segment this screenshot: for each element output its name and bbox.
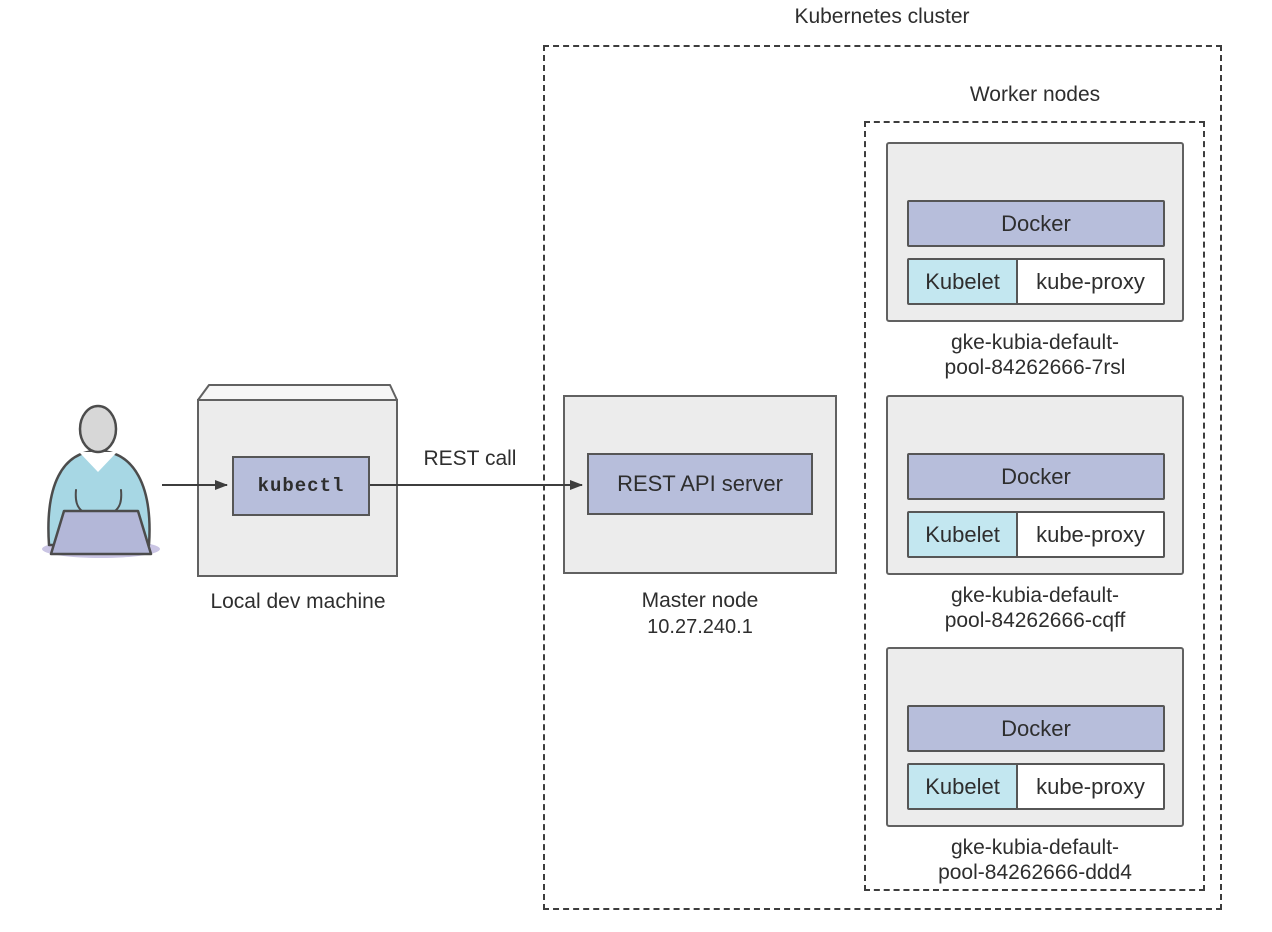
node-name-line: pool-84262666-cqff <box>944 609 1126 632</box>
person-at-laptop-icon <box>42 404 160 558</box>
kubectl-label: kubectl <box>257 475 345 497</box>
local-dev-machine-box: kubectl <box>197 399 398 577</box>
kubelet-label: Kubelet <box>925 521 1000 547</box>
node-name-line: pool-84262666-ddd4 <box>938 861 1132 884</box>
local-dev-machine-caption: Local dev machine <box>175 589 421 615</box>
kubelet-box: Kubelet <box>909 513 1018 556</box>
kubelet-label: Kubelet <box>925 268 1000 294</box>
worker-node-1: Docker Kubelet kube-proxy <box>886 142 1184 322</box>
local-dev-machine-top-face <box>197 384 398 401</box>
node-name-line: gke-kubia-default- <box>950 331 1120 354</box>
worker-node-2: Docker Kubelet kube-proxy <box>886 395 1184 575</box>
master-node-caption: Master node 10.27.240.1 <box>563 588 837 640</box>
person-left-arm <box>74 489 83 512</box>
worker-node-1-name: gke-kubia-default- pool-84262666-7rsl <box>886 330 1184 380</box>
master-node-ip: 10.27.240.1 <box>647 616 753 638</box>
rest-api-server-label: REST API server <box>617 471 783 496</box>
worker-nodes-title: Worker nodes <box>969 83 1101 106</box>
person-head <box>78 404 118 454</box>
local-dev-machine-title: Local dev machine <box>210 590 386 613</box>
master-node-title: Master node <box>641 589 759 612</box>
docker-box: Docker <box>907 200 1165 247</box>
worker-node-3: Docker Kubelet kube-proxy <box>886 647 1184 827</box>
docker-label: Docker <box>1001 463 1071 489</box>
kube-proxy-box: kube-proxy <box>1018 260 1163 303</box>
kubelet-box: Kubelet <box>909 260 1018 303</box>
docker-box: Docker <box>907 453 1165 500</box>
worker-node-3-name: gke-kubia-default- pool-84262666-ddd4 <box>886 835 1184 885</box>
worker-nodes-boundary <box>864 121 1205 891</box>
worker-node-2-name: gke-kubia-default- pool-84262666-cqff <box>886 583 1184 633</box>
person-collar <box>79 452 117 472</box>
kubernetes-cluster-boundary <box>543 45 1222 910</box>
laptop-icon <box>49 509 153 556</box>
kube-proxy-label: kube-proxy <box>1036 268 1145 294</box>
node-name-line: pool-84262666-7rsl <box>944 356 1126 379</box>
kubectl-box: kubectl <box>232 456 370 516</box>
person-right-arm <box>114 489 123 512</box>
kubernetes-cluster-title: Kubernetes cluster <box>794 5 970 28</box>
kube-proxy-label: kube-proxy <box>1036 773 1145 799</box>
docker-box: Docker <box>907 705 1165 752</box>
node-name-line: gke-kubia-default- <box>950 836 1120 859</box>
kubelet-kubeproxy-row: Kubelet kube-proxy <box>907 511 1165 558</box>
laptop-shadow <box>42 540 160 558</box>
person-body <box>47 449 151 547</box>
kube-proxy-label: kube-proxy <box>1036 521 1145 547</box>
kubelet-label: Kubelet <box>925 773 1000 799</box>
docker-label: Docker <box>1001 210 1071 236</box>
kube-proxy-box: kube-proxy <box>1018 513 1163 556</box>
kube-proxy-box: kube-proxy <box>1018 765 1163 808</box>
rest-api-server-box: REST API server <box>587 453 813 515</box>
docker-label: Docker <box>1001 715 1071 741</box>
master-node-box: REST API server <box>563 395 837 574</box>
node-name-line: gke-kubia-default- <box>950 584 1120 607</box>
kubelet-box: Kubelet <box>909 765 1018 808</box>
rest-call-label: REST call <box>423 447 517 470</box>
kubelet-kubeproxy-row: Kubelet kube-proxy <box>907 258 1165 305</box>
kubelet-kubeproxy-row: Kubelet kube-proxy <box>907 763 1165 810</box>
